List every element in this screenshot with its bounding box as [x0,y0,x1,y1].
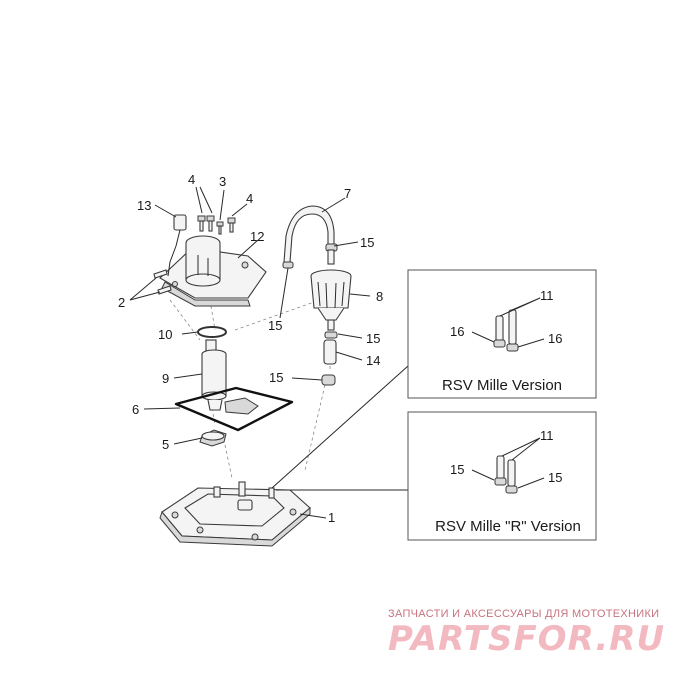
callout-15-sleeve: 15 [269,370,283,385]
o-ring-part-10 [197,326,227,338]
gasket-part-6 [174,386,294,432]
callout-labels: 13 4 3 4 12 2 7 15 8 15 15 14 15 10 9 6 … [118,172,383,525]
rsv-mille-r-version-box: 11 15 15 RSV Mille "R" Version [407,411,597,541]
rsv-r-callout-15-right: 15 [548,470,562,485]
callout-10: 10 [158,327,172,342]
watermark-tagline: ЗАПЧАСТИ И АКСЕССУАРЫ ДЛЯ МОТОТЕХНИКИ [388,608,659,620]
callout-3: 3 [219,174,226,189]
pump-cover-part-12 [159,235,267,307]
callout-1: 1 [328,510,335,525]
callout-8: 8 [376,289,383,304]
callout-9: 9 [162,371,169,386]
rsv-callout-16-right: 16 [548,331,562,346]
callout-leaders [129,186,409,519]
connector-part-13 [167,214,187,277]
callout-4: 4 [188,172,195,187]
callout-15-hose: 15 [268,318,282,333]
fuel-pump-part-9 [201,339,259,415]
tank-flange-part-1 [159,481,311,547]
callout-2: 2 [118,295,125,310]
rsv-callout-11: 11 [540,288,554,303]
fuel-filter-part-8 [310,249,352,339]
rsv-mille-r-caption: RSV Mille "R" Version [435,518,581,535]
rsv-mille-version-box: 11 16 16 RSV Mille Version [407,269,597,399]
callout-14: 14 [366,353,380,368]
sleeve-part-15 [321,374,336,386]
callout-15-top: 15 [360,235,374,250]
rsv-callout-16-left: 16 [450,324,464,339]
rsv-r-callout-11: 11 [540,428,554,443]
callout-6: 6 [132,402,139,417]
callout-12: 12 [250,229,264,244]
filter-part-5 [199,429,227,447]
watermark-brand: PARTSFOR.RU [388,619,665,659]
rsv-r-callout-15-left: 15 [450,462,464,477]
rsv-mille-caption: RSV Mille Version [442,377,562,394]
assembly-axis-lines [169,299,331,479]
fuel-hose-part-7 [282,205,338,269]
callout-5: 5 [162,437,169,452]
pipe-part-14 [323,339,337,365]
callout-15-filter: 15 [366,331,380,346]
callout-4-right: 4 [246,191,253,206]
partsfor-watermark: ЗАПЧАСТИ И АКСЕССУАРЫ ДЛЯ МОТОТЕХНИКИ PA… [388,608,665,659]
callout-7: 7 [344,186,351,201]
callout-13: 13 [137,198,151,213]
screws-part-3-4 [197,215,236,235]
